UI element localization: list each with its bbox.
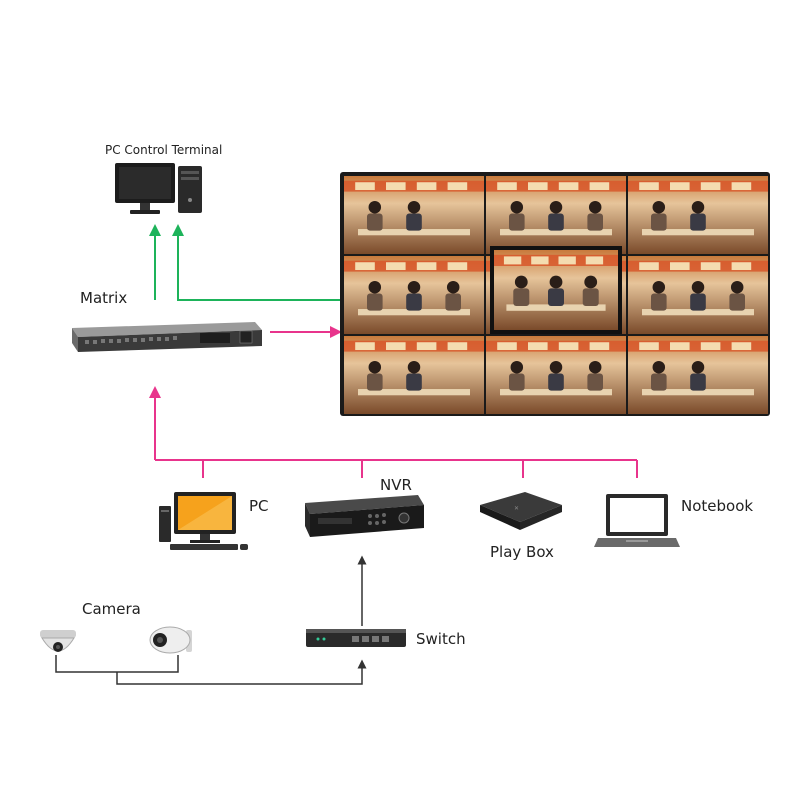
nvr-label: NVR <box>380 476 412 494</box>
nvr-device-icon <box>305 495 424 537</box>
desktop-computer-icon <box>115 163 202 214</box>
matrix-device-icon <box>72 322 262 352</box>
bullet-camera-icon <box>149 626 192 654</box>
pc-control-terminal-label: PC Control Terminal <box>105 143 222 157</box>
notebook-label: Notebook <box>681 497 753 515</box>
camera-label: Camera <box>82 600 141 618</box>
video-wall-tile <box>486 336 626 414</box>
pc-control-terminal: PC Control Terminal <box>105 143 222 214</box>
pc-monitor-icon <box>159 492 248 550</box>
video-wall <box>340 172 770 416</box>
video-wall-tile <box>486 176 626 254</box>
play-box: ✕ Play Box <box>480 492 562 561</box>
video-wall-tile <box>344 336 484 414</box>
pc-label: PC <box>249 497 269 515</box>
source-bus-links <box>149 386 638 478</box>
video-wall-tile <box>344 256 484 334</box>
matrix: Matrix <box>72 289 262 352</box>
video-wall-tiles <box>344 176 768 414</box>
play-box-icon: ✕ <box>480 492 562 530</box>
video-wall-tile <box>628 256 768 334</box>
switch: Switch <box>306 629 466 648</box>
video-wall-center-tile <box>490 246 622 334</box>
network-switch-icon <box>306 629 406 647</box>
switch-label: Switch <box>416 630 466 648</box>
laptop-icon <box>594 494 680 547</box>
nvr: NVR <box>305 476 424 537</box>
green-links <box>149 224 340 301</box>
dome-camera-icon <box>40 630 76 652</box>
video-wall-tile <box>628 336 768 414</box>
cameras: Camera <box>40 600 192 654</box>
play-box-label: Play Box <box>490 543 554 561</box>
matrix-label: Matrix <box>80 289 127 307</box>
video-wall-tile <box>344 176 484 254</box>
svg-text:✕: ✕ <box>514 505 519 512</box>
notebook: Notebook <box>594 494 753 547</box>
pc: PC <box>159 492 269 550</box>
video-wall-tile <box>628 176 768 254</box>
camera-network-links <box>55 555 367 685</box>
